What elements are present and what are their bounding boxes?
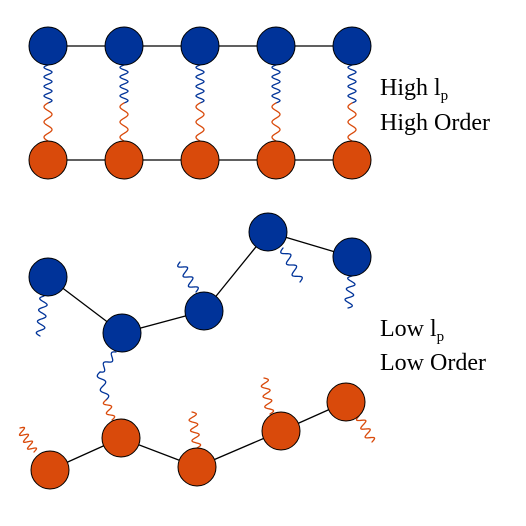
top-blue-bead [256,26,296,66]
bottom-blue-sidechain [344,275,356,309]
high-lp-subscript: p [440,88,449,104]
low-order-label: Low Order [380,348,486,378]
bottom-blue-bead [102,313,142,353]
top-orange-bead [332,140,372,180]
bottom-blue-sidechain [99,351,117,373]
bottom-link-blue-segment [96,371,110,401]
top-orange-bead [256,140,296,180]
bottom-orange-bead [326,382,366,422]
top-blue-sidechain [195,64,205,104]
bottom-orange-bead [261,411,301,451]
bottom-blue-bead [184,291,224,331]
bottom-orange-bead [177,447,217,487]
top-blue-sidechain [271,64,281,104]
top-blue-sidechain [43,64,53,104]
low-order-text: Low Order [380,350,486,376]
top-orange-sidechain [271,102,281,142]
high-order-text: High Order [380,110,490,136]
top-blue-sidechain [347,64,357,104]
high-order-label: High Order [380,108,490,138]
bottom-blue-sidechain [35,295,48,337]
bottom-blue-bead [28,257,68,297]
top-orange-sidechain [195,102,205,142]
bottom-orange-sidechain [260,377,275,415]
bottom-orange-bead [30,450,70,490]
bottom-blue-sidechain [177,261,199,293]
top-orange-sidechain [119,102,129,142]
top-blue-bead [180,26,220,66]
top-orange-sidechain [43,102,53,142]
top-blue-bead [104,26,144,66]
top-orange-bead [104,140,144,180]
top-orange-bead [28,140,68,180]
top-orange-bead [180,140,220,180]
low-lp-text: Low l [380,316,437,342]
top-blue-bead [28,26,68,66]
top-blue-sidechain [119,64,129,104]
top-blue-bead [332,26,372,66]
low-lp-label: Low lp [380,314,445,345]
bottom-orange-sidechain [355,415,376,443]
bottom-link-orange-segment [102,399,116,421]
bottom-orange-sidechain [18,426,38,453]
low-lp-subscript: p [436,329,445,345]
high-lp-text: High l [380,75,441,101]
bottom-orange-bead [101,418,141,458]
bottom-blue-sidechain [280,247,303,283]
bottom-blue-bead [248,212,288,252]
high-lp-label: High lp [380,73,449,104]
top-orange-sidechain [347,102,357,142]
bottom-blue-bead [332,237,372,277]
bottom-orange-sidechain [188,411,202,449]
